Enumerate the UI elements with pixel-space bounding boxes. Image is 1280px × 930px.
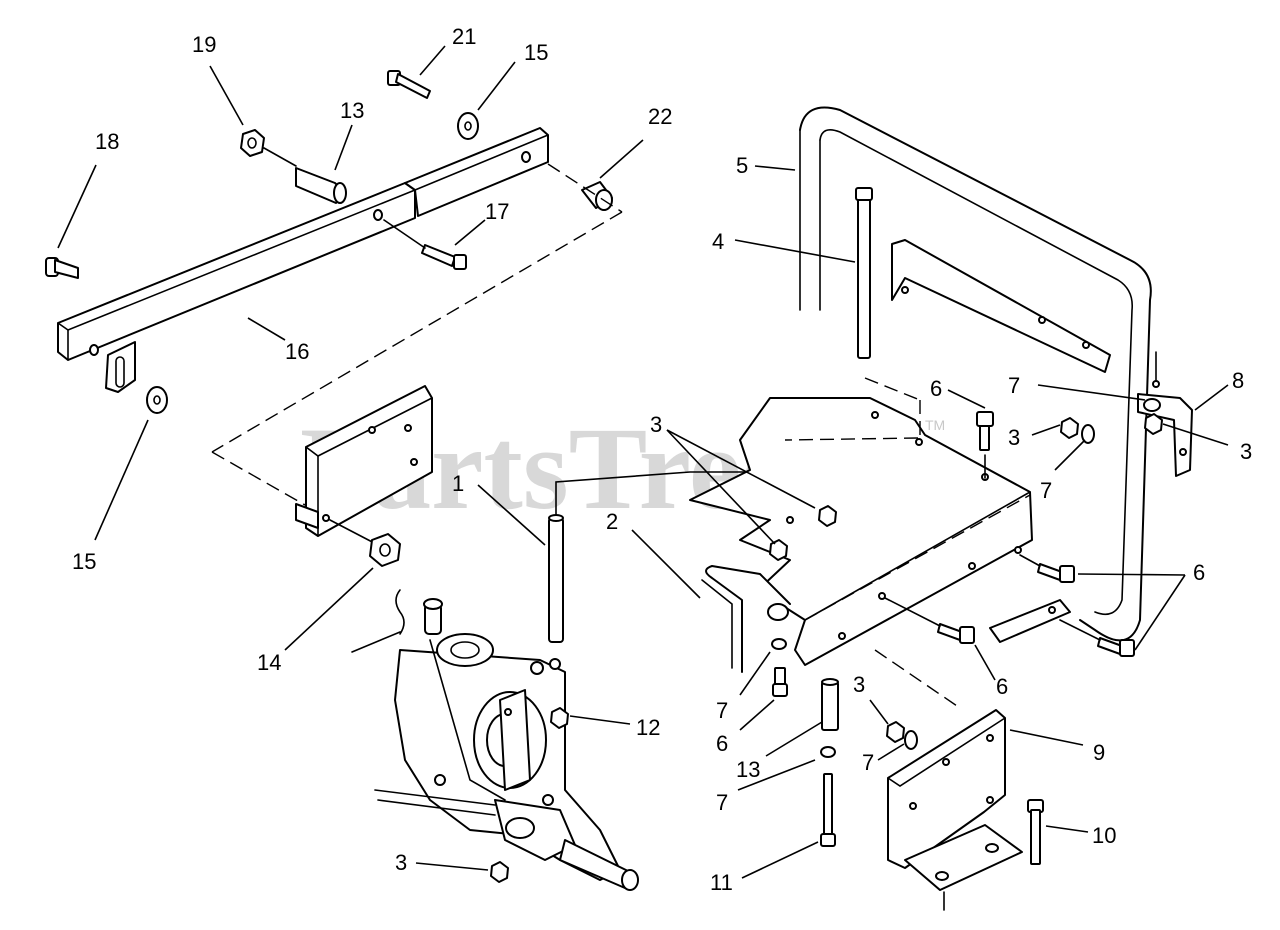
linkage-bar-16 [57,127,549,393]
callout-4: 4 [712,229,724,254]
hex-nut-19 [240,129,265,157]
callout-7-upper-b: 7 [1040,478,1052,503]
bolt-6-right-a [1037,563,1075,583]
watermark-trademark: TM [925,417,945,433]
hex-nut-12 [550,707,569,729]
bolt-17 [421,244,467,270]
control-rod-2 [701,565,791,673]
callout-6-right: 6 [1193,560,1205,585]
callout-7-lower: 7 [716,790,728,815]
washer-7-upper-a [1081,424,1095,444]
callout-3-platform: 3 [650,412,662,437]
callout-6-lower: 6 [716,731,728,756]
callout-2: 2 [606,509,618,534]
bolt-6-right-b [1097,637,1135,657]
callout-14: 14 [257,650,281,675]
bolt-6-mid [937,623,975,644]
callout-3-lower: 3 [853,672,865,697]
spacer-13-upper [295,167,347,204]
callout-6-upper: 6 [930,376,942,401]
washer-7-platform [771,638,787,650]
callout-7-lower-b: 7 [862,750,874,775]
long-bolt-4 [855,187,873,359]
hex-nut-3-transaxle [490,861,509,883]
side-strap [989,599,1071,643]
washer-7-bracket [1143,398,1161,412]
mounting-plate-9 [887,709,1023,911]
clevis-pin-18 [45,257,79,279]
hex-nut-3-bracket [1144,413,1163,435]
cross-brace [891,239,1111,373]
callout-16: 16 [285,339,309,364]
bolt-10 [1027,799,1044,865]
callout-15-upper: 15 [524,40,548,65]
callout-7-platform: 7 [716,698,728,723]
callout-6-mid: 6 [996,674,1008,699]
callout-1: 1 [452,471,464,496]
callout-19: 19 [192,32,216,57]
callout-9: 9 [1093,740,1105,765]
frame-hoop-5 [799,106,1152,642]
bolt-6-lower [772,667,788,697]
pivot-pin-1 [548,514,564,643]
washer-7-lower [820,746,836,758]
callout-13-lower: 13 [736,757,760,782]
callout-3-upper: 3 [1008,425,1020,450]
leader-lines [57,45,1229,879]
callout-7-upper: 7 [1008,373,1020,398]
callout-17: 17 [485,199,509,224]
callout-12: 12 [636,715,660,740]
washer-15-upper [457,112,479,140]
callout-labels: 19 21 15 13 22 18 17 16 15 5 4 6 7 8 3 3… [72,24,1252,895]
bolt-11 [820,773,836,847]
hex-nut-3-platform-b [769,539,788,561]
callout-22: 22 [648,104,672,129]
washer-7-lower-b [904,730,918,750]
callout-5: 5 [736,153,748,178]
callout-18: 18 [95,129,119,154]
callout-8: 8 [1232,368,1244,393]
mounting-plate-left [295,385,433,537]
callout-15-lower: 15 [72,549,96,574]
bushing-22 [581,181,613,211]
callout-13-upper: 13 [340,98,364,123]
callout-3-bracket: 3 [1240,439,1252,464]
hex-nut-3-upper-a [1060,417,1079,439]
hex-nut-14 [369,533,401,567]
bolt-6-upper [976,411,994,451]
washer-15-lower [146,386,168,414]
callout-21: 21 [452,24,476,49]
hex-nut-3-platform-a [818,505,837,527]
callout-10: 10 [1092,823,1116,848]
transaxle-assembly [351,589,639,891]
hex-nut-3-lower [886,721,905,743]
bolt-21 [387,70,431,99]
callout-11: 11 [710,870,733,895]
callout-3-transaxle: 3 [395,850,407,875]
spacer-13-lower [821,678,839,731]
